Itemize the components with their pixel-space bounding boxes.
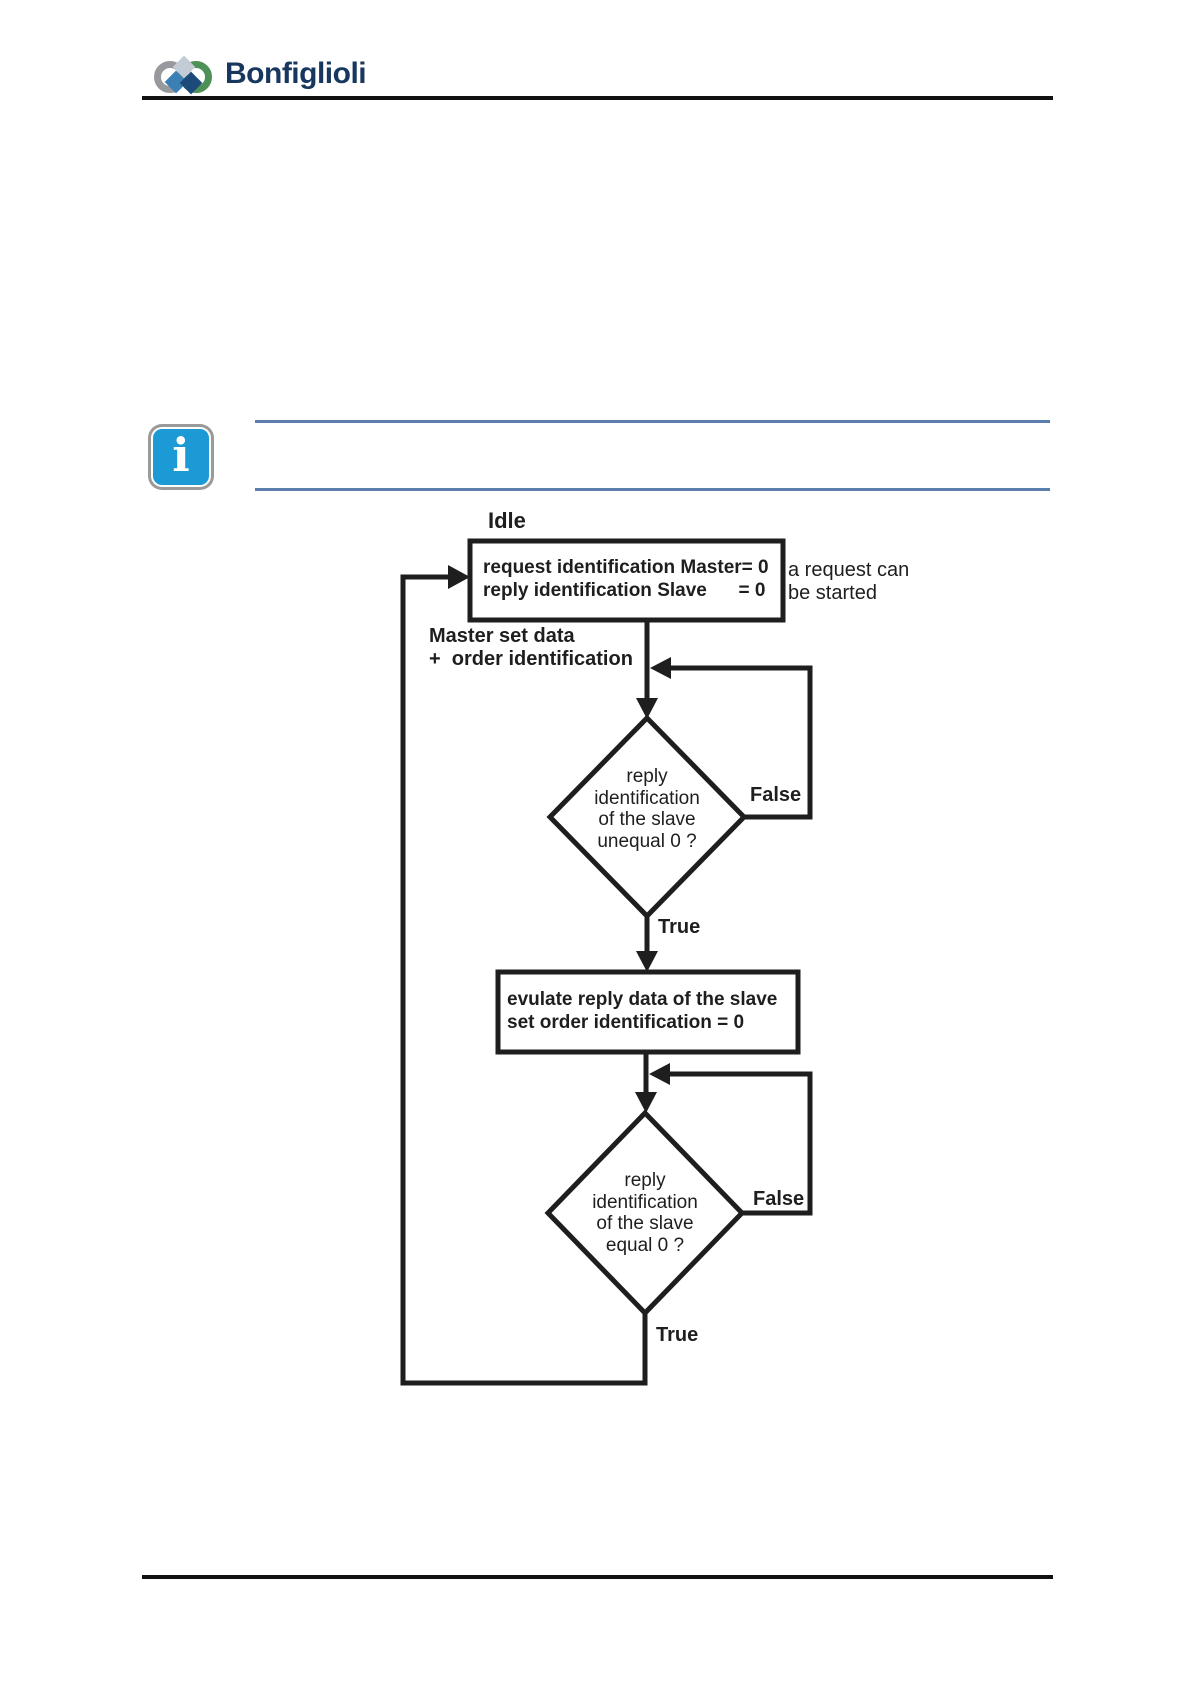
decision2-true-label: True: [656, 1324, 699, 1346]
process-box: [495, 969, 801, 1055]
info-icon-glyph: i: [172, 428, 190, 482]
decision1-true-label: True: [658, 916, 701, 938]
info-icon-core: i: [153, 429, 209, 485]
decision1-diamond: [546, 714, 748, 920]
start-box-text: request identification Master= 0 reply i…: [483, 557, 769, 601]
arrowhead-into-box2: [636, 951, 658, 972]
start-box-side-note: a request can be started: [788, 559, 910, 604]
decision2-false-label: False: [753, 1188, 805, 1210]
decision1-false-label: False: [750, 784, 802, 806]
arrowhead-false-loop-1: [650, 657, 671, 679]
decision2-text: reply identification of the slave equal …: [592, 1170, 698, 1256]
connector-false-loop-1: [659, 665, 813, 820]
start-box: [467, 538, 786, 623]
decision2-diamond: [544, 1109, 746, 1317]
brand-name: Bonfiglioli: [225, 57, 367, 90]
arrowhead-into-decision2: [635, 1092, 657, 1113]
info-icon: i: [148, 424, 214, 490]
arrowhead-into-start-box: [448, 565, 470, 589]
arrowhead-false-loop-2: [649, 1063, 670, 1085]
bonfiglioli-logo-icon: [150, 55, 220, 99]
connector-false-loop-2: [658, 1071, 813, 1216]
note-bottom-rule: [255, 488, 1050, 491]
connector-true-loop: [400, 574, 648, 1386]
arrowhead-into-decision1: [636, 698, 658, 719]
decision1-text: reply identification of the slave unequa…: [594, 766, 700, 852]
process-box-text: evulate reply data of the slave set orde…: [507, 989, 778, 1033]
master-set-data-label: Master set data + order identification: [429, 625, 633, 670]
footer-rule: [142, 1575, 1053, 1579]
idle-label: Idle: [488, 508, 526, 533]
note-top-rule: [255, 420, 1050, 423]
header-rule: [142, 96, 1053, 100]
